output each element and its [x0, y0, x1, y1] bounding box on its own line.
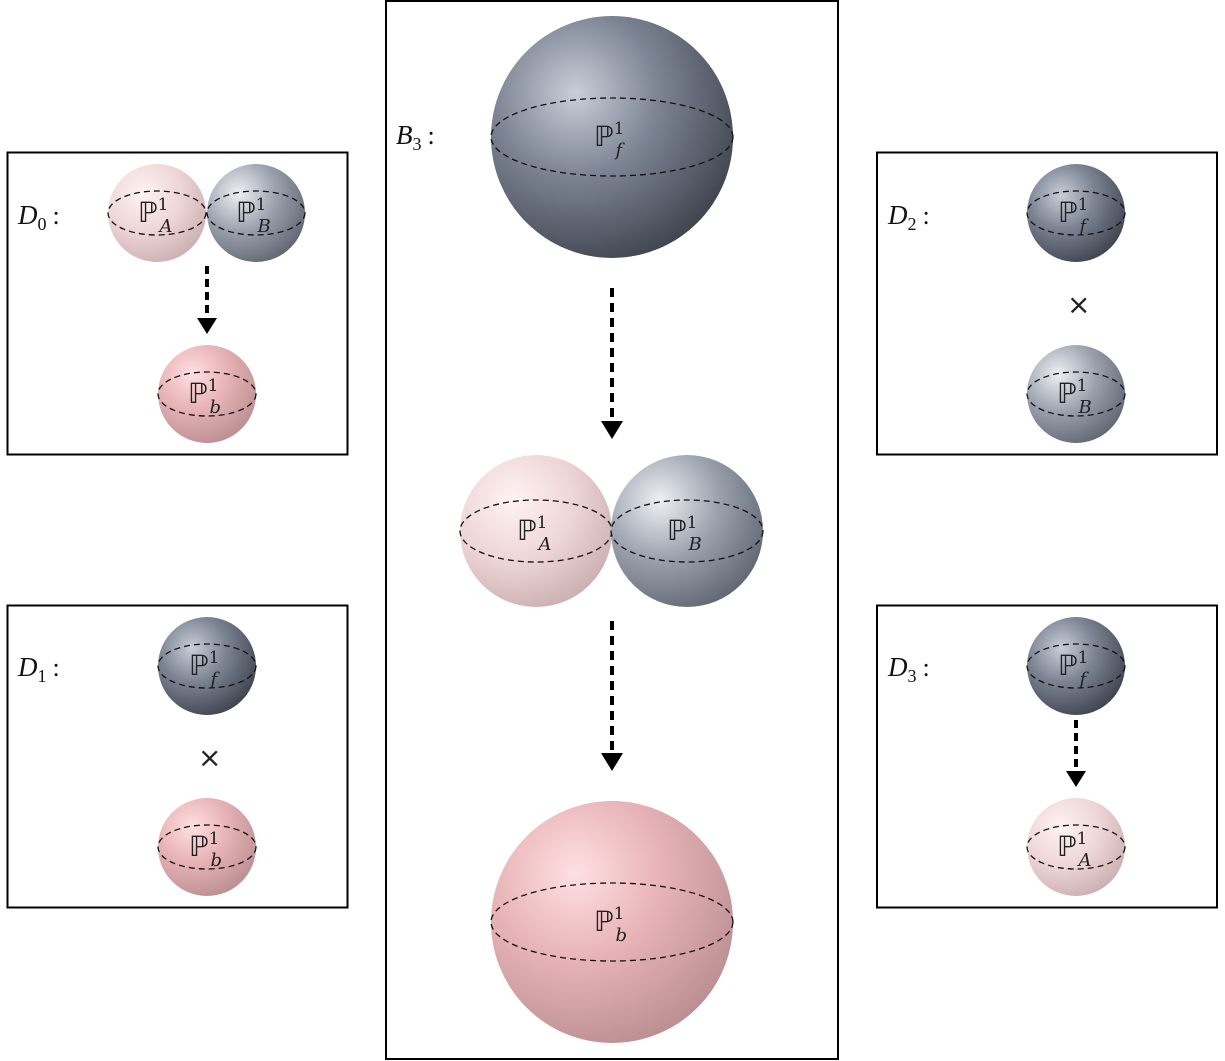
panel-d0-frame — [6, 151, 349, 456]
arrowhead-icon — [197, 318, 217, 334]
equator-dashed — [1026, 643, 1126, 689]
equator-dashed — [1026, 824, 1126, 870]
panel-d1-frame — [6, 604, 349, 909]
equator-dashed — [1026, 371, 1126, 417]
panel-d0-label: D0: — [17, 200, 60, 234]
equator-dashed — [157, 643, 257, 689]
equator-dashed — [107, 190, 207, 236]
equator-dashed — [1026, 190, 1126, 236]
arrowhead-icon — [1066, 771, 1086, 787]
equator-dashed — [490, 97, 734, 177]
equator-dashed — [157, 824, 257, 870]
arrowhead-icon — [601, 753, 623, 771]
equator-dashed — [490, 882, 734, 962]
arrowhead-icon — [601, 421, 623, 439]
panel-d2-frame — [876, 151, 1218, 456]
equator-dashed — [157, 371, 257, 417]
panel-b3-label: B3: — [396, 120, 435, 154]
panel-d3-label: D3: — [887, 652, 930, 686]
equator-dashed — [206, 190, 306, 236]
panel-d2-label: D2: — [887, 200, 930, 234]
panel-b3-frame — [385, 0, 839, 1060]
panel-d3-frame — [876, 604, 1218, 909]
equator-dashed — [610, 499, 764, 563]
panel-d1-label: D1: — [17, 652, 60, 686]
times-symbol: × — [1067, 288, 1090, 321]
times-symbol: × — [198, 741, 221, 774]
